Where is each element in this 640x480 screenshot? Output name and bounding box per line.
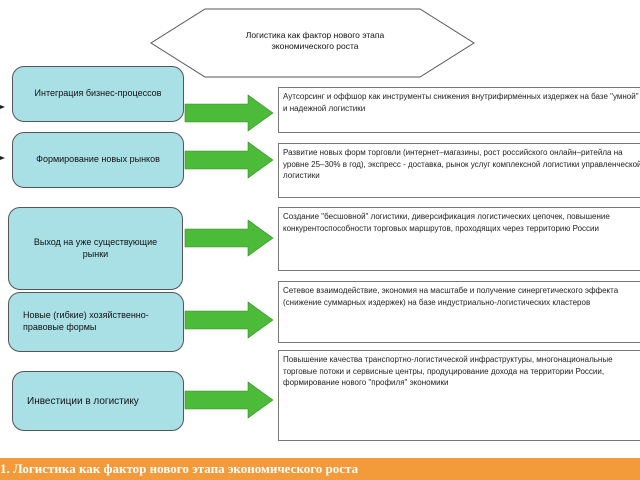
arrow-3 xyxy=(184,219,274,257)
effect-box-1: Аутсорсинг и оффшор как инструменты сниж… xyxy=(278,87,640,133)
effect-box-2: Развитие новых форм торговли (интернет–м… xyxy=(278,143,640,198)
factor-box-3: Выход на уже существующие рынки xyxy=(8,207,183,290)
factor-box-1: Интеграция бизнес-процессов xyxy=(12,66,184,122)
factor-box-5: Инвестиции в логистику xyxy=(12,371,184,431)
title-hexagon xyxy=(150,8,475,78)
arrow-4 xyxy=(184,301,274,339)
arrow-1 xyxy=(184,94,274,132)
factor-box-2: Формирование новых рынков xyxy=(12,132,184,188)
arrow-5 xyxy=(184,381,274,419)
effect-box-3: Создание "бесшовной" логистики, диверсиф… xyxy=(278,207,640,271)
effect-box-4: Сетевое взаимодействие, экономия на масш… xyxy=(278,281,640,343)
factor-box-4: Новые (гибкие) хозяйственно-правовые фор… xyxy=(8,292,184,352)
diagram-title: Логистика как фактор нового этапа эконом… xyxy=(245,30,385,52)
arrow-2 xyxy=(184,141,274,179)
effect-box-5: Повышение качества транспортно-логистиче… xyxy=(278,350,640,441)
slide-caption: 1. Логистика как фактор нового этапа эко… xyxy=(0,458,640,480)
